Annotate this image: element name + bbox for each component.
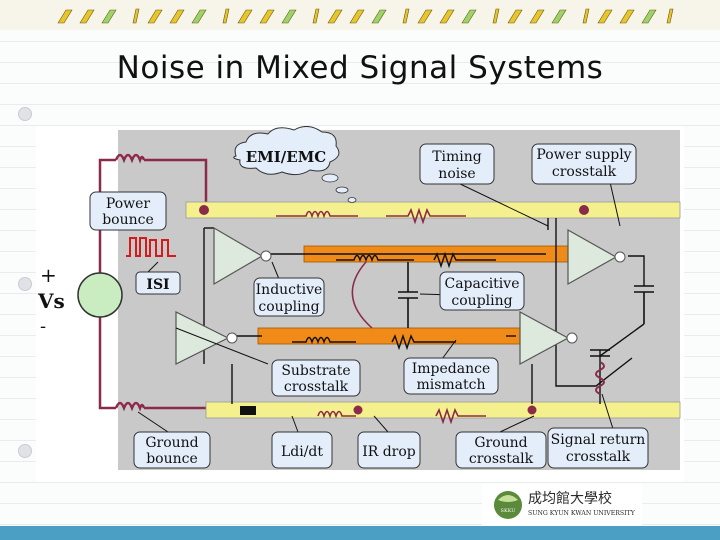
- callout-power-bounce-line1: Power: [106, 196, 151, 212]
- rail-node-icon: [527, 405, 537, 415]
- callout-signal-return-line1: Signal return: [551, 432, 646, 448]
- callout-power-supply-line1: Power supply: [536, 147, 631, 163]
- buffer-bubble-icon: [614, 251, 626, 263]
- rail-node-icon: [199, 205, 209, 215]
- bus-resistor-icon: [433, 251, 496, 269]
- callout-timing-line2: noise: [438, 166, 475, 182]
- buffer-icon: [213, 226, 264, 286]
- university-logo: SKKU 成均館大學校 SUNG KYUN KWAN UNIVERSITY: [482, 484, 642, 526]
- callout-power-supply-line2: crosstalk: [552, 164, 617, 180]
- voltage-source-icon: [77, 272, 123, 318]
- cloud-tail-icon: [335, 186, 349, 194]
- emi-label: EMI/EMC: [246, 148, 327, 166]
- rail-inductor-icon: [276, 210, 358, 219]
- coupling-arc: [351, 261, 373, 329]
- ground-inductor-icon: [317, 410, 356, 419]
- source-wiring: [98, 158, 208, 410]
- callout-substrate-line1: Substrate: [281, 363, 350, 379]
- cloud-tail-icon: [347, 197, 357, 203]
- source-inductor-top-icon: [114, 153, 146, 164]
- callout-substrate-line2: crosstalk: [284, 379, 349, 395]
- emi-cloud-callout: [233, 126, 340, 176]
- bullet-dot-icon: [18, 107, 32, 121]
- buffer-bubble-icon: [226, 332, 238, 344]
- buffer-icon: [567, 228, 618, 286]
- source-inductor-bottom-icon: [114, 401, 146, 412]
- slide-title: Noise in Mixed Signal Systems: [116, 50, 604, 86]
- bus-inductor-icon: [336, 254, 414, 263]
- callout-power-bounce-line2: bounce: [102, 212, 154, 228]
- bullet-dot-icon: [18, 444, 32, 458]
- callout-ground-crosstalk-line2: crosstalk: [469, 451, 534, 467]
- bus-inductor-icon: [292, 336, 356, 345]
- bullet-dot-icon: [18, 277, 32, 291]
- top-border-strip: [0, 0, 720, 30]
- callout-ldi: Ldi/dt: [281, 444, 323, 460]
- callout-inductive-line1: Inductive: [256, 282, 323, 298]
- bus-resistor-icon: [391, 333, 456, 351]
- buffer-icon: [519, 310, 570, 366]
- buffer-bubble-icon: [566, 332, 578, 344]
- callout-isi: ISI: [146, 277, 169, 293]
- rail-node-icon: [579, 205, 589, 215]
- callout-timing-line1: Timing: [432, 149, 482, 165]
- cloud-tail-icon: [321, 173, 339, 183]
- source-plus: +: [40, 263, 57, 287]
- capacitor-icon: [398, 262, 654, 357]
- ground-resistor-icon: [435, 407, 486, 425]
- noise-diagram: + Vs -: [36, 126, 684, 482]
- pencil-border-icon: [57, 8, 674, 24]
- rail-node-icon: [353, 405, 363, 415]
- callout-ground-bounce-line2: bounce: [146, 451, 198, 467]
- source-label: Vs: [37, 289, 65, 313]
- logo-chinese: 成均館大學校: [528, 490, 612, 507]
- callout-ground-crosstalk-line1: Ground: [474, 435, 527, 451]
- callout-capacitive-line2: coupling: [451, 293, 512, 309]
- callout-impedance-line1: Impedance: [412, 361, 491, 377]
- callout-impedance-line2: mismatch: [416, 377, 485, 393]
- buffer-bubble-icon: [260, 250, 272, 262]
- callout-boxes: [89, 143, 649, 469]
- callout-inductive-line2: coupling: [258, 299, 319, 315]
- return-inductor-icon: [595, 361, 605, 395]
- rail-resistor-icon: [386, 207, 466, 225]
- noise-diagram-svg: + Vs -: [37, 126, 681, 470]
- callout-capacitive-line1: Capacitive: [445, 276, 520, 292]
- logo-leaf-icon: [498, 495, 518, 502]
- university-logo-svg: SKKU 成均館大學校 SUNG KYUN KWAN UNIVERSITY: [494, 490, 636, 519]
- callout-ground-bounce-line1: Ground: [145, 435, 198, 451]
- power-rail: [185, 201, 681, 219]
- callout-ir-drop: IR drop: [362, 444, 416, 460]
- logo-english: SUNG KYUN KWAN UNIVERSITY: [528, 510, 636, 517]
- bottom-border-strip: [0, 526, 720, 540]
- callout-signal-return-line2: crosstalk: [566, 449, 631, 465]
- logo-badge: SKKU: [501, 508, 516, 514]
- source-minus: -: [40, 316, 46, 337]
- substrate-contact: [240, 406, 256, 415]
- isi-waveform-icon: [126, 237, 176, 257]
- signal-wiring: [203, 218, 645, 404]
